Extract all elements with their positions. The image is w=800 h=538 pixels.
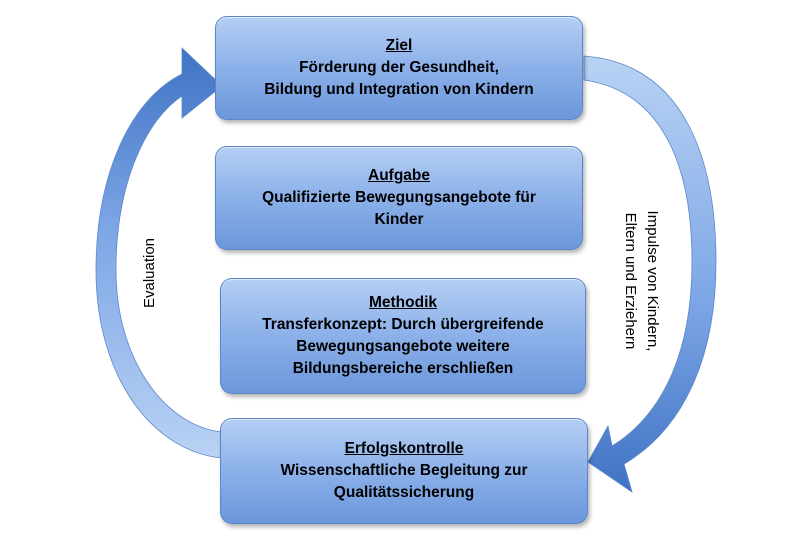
box-ziel-line: Förderung der Gesundheit, [299,59,499,76]
box-methodik-line: Transferkonzept: Durch übergreifende [262,316,544,333]
impulse-label-line: Eltern und Erziehern [622,212,639,350]
box-methodik: Methodik Transferkonzept: Durch übergrei… [220,278,586,394]
impulse-label-line: Impulse von Kindern, [644,210,661,352]
box-aufgabe-line: Qualifizierte Bewegungsangebote für [262,189,536,206]
box-erfolgskontrolle-line: Qualitätssicherung [333,484,475,501]
impulse-label: Impulse von Kindern, Eltern und Erzieher… [619,211,663,352]
box-methodik-line: Bildungsbereiche erschließen [292,360,514,377]
box-ziel-line: Bildung und Integration von Kindern [264,81,534,98]
box-methodik-line: Bewegungsangebote weitere [296,338,510,355]
box-erfolgskontrolle: Erfolgskontrolle Wissenschaftliche Begle… [220,418,588,524]
box-ziel: Ziel Förderung der Gesundheit, Bildung u… [215,16,583,120]
evaluation-label: Evaluation [141,237,158,309]
box-aufgabe-line: Kinder [374,211,424,228]
box-methodik-heading: Methodik [368,294,438,311]
box-aufgabe-heading: Aufgabe [368,167,430,184]
box-ziel-heading: Ziel [385,37,413,54]
impulse-arrow [583,55,717,493]
evaluation-arrow [95,47,223,459]
box-aufgabe: Aufgabe Qualifizierte Bewegungsangebote … [215,146,583,250]
box-erfolgskontrolle-line: Wissenschaftliche Begleitung zur [280,462,528,479]
box-erfolgskontrolle-heading: Erfolgskontrolle [344,440,464,457]
